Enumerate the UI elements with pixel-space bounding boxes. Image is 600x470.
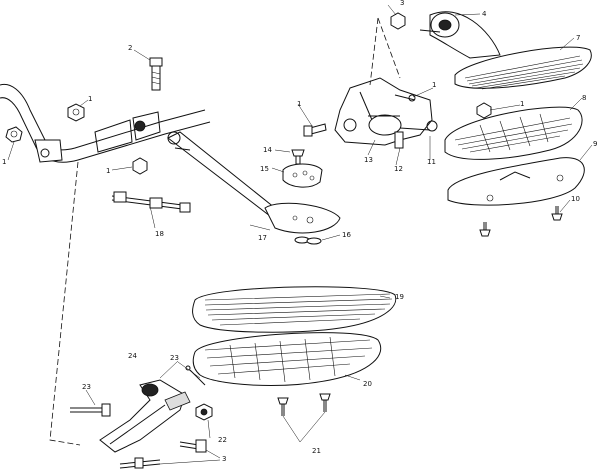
nut-22: [195, 403, 213, 421]
floorboard-20: [192, 332, 382, 386]
dashed-guide-2: [369, 17, 379, 86]
floorboard-8: [444, 106, 583, 160]
callout-12: 12: [394, 165, 403, 173]
nut-1-left: [5, 126, 23, 143]
callout-18: 18: [155, 230, 164, 238]
callout-15: 15: [260, 165, 269, 173]
callout-20: 20: [363, 380, 372, 388]
callout-3: 3: [222, 455, 226, 463]
bolt-5: [303, 123, 327, 137]
bolt-23-left: [70, 403, 111, 417]
callout-4: 4: [482, 10, 487, 18]
callout-16: 16: [342, 231, 351, 239]
callout-21: 21: [312, 447, 321, 455]
callout-9: 9: [593, 140, 597, 148]
callout-3: 3: [400, 0, 404, 7]
washers-16: [294, 236, 322, 245]
leader-lines: [7, 4, 593, 465]
callout-13: 13: [364, 156, 373, 164]
callout-17: 17: [258, 234, 267, 242]
nut-1-right: [476, 102, 492, 119]
shift-peg-15: [282, 163, 323, 188]
floor-mat-19: [192, 286, 397, 333]
callout-23: 23: [170, 354, 179, 362]
shift-rod: [111, 191, 191, 213]
mount-bracket: [334, 77, 438, 149]
callout-10: 10: [571, 195, 580, 203]
bolts-3-lower: [119, 439, 207, 469]
dashed-guide-1: [377, 17, 401, 79]
callout-1: 1: [520, 100, 524, 108]
callout-1: 1: [297, 100, 301, 108]
callout-labels: 1 1 2 1 1 3 4 7 1 1 8 9 10 13 12 11 14 1…: [2, 0, 597, 463]
callout-1: 1: [432, 81, 436, 89]
horn-4: [419, 11, 501, 59]
callout-11: 11: [427, 158, 436, 166]
callout-1: 1: [106, 167, 110, 175]
callout-1: 1: [2, 158, 6, 166]
callout-2: 2: [128, 44, 132, 52]
bolt-2: [149, 57, 163, 91]
callout-19: 19: [395, 293, 404, 301]
frame-tube: [0, 83, 211, 163]
callout-22: 22: [218, 436, 227, 444]
callout-14: 14: [263, 146, 272, 154]
shift-lever: [167, 131, 341, 234]
nut-3-top: [390, 12, 406, 30]
screws-21: [277, 393, 331, 443]
callout-24: 24: [128, 352, 137, 360]
dashed-guide-left: [49, 161, 81, 446]
lower-bracket-24: [99, 379, 191, 453]
screws-10: [479, 206, 563, 237]
floorboard-pan-9: [447, 157, 585, 206]
callout-7: 7: [576, 34, 580, 42]
nut-1-upper: [67, 103, 85, 122]
nut-1-small: [132, 157, 148, 175]
floor-mat-7: [454, 46, 592, 90]
stud-1: [394, 94, 416, 102]
callout-1: 1: [88, 95, 92, 103]
pin-14: [291, 149, 305, 165]
callout-8: 8: [582, 94, 586, 102]
callout-23: 23: [82, 383, 91, 391]
